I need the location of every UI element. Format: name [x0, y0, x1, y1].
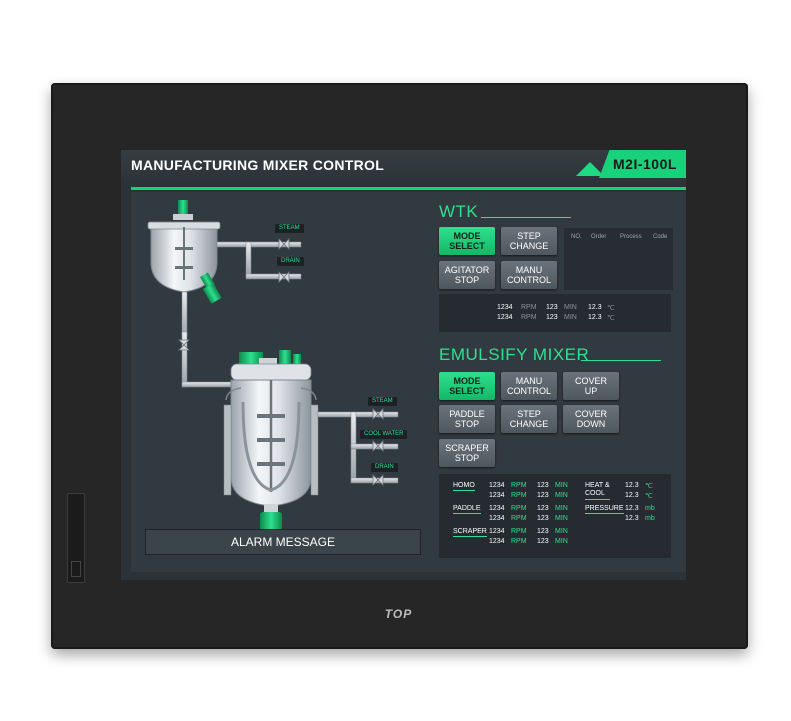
emulsify-top-motor — [239, 352, 263, 364]
heat-cool-label: HEAT &COOL — [585, 482, 610, 500]
emulsify-pipes — [317, 411, 399, 484]
homo-label: HOMO — [453, 482, 475, 491]
wtk-rpm-value: 1234 — [497, 314, 513, 321]
heat-cool-value: 12.3 — [625, 492, 639, 499]
side-card-slot — [67, 493, 85, 583]
wtk-temp-unit: ℃ — [607, 305, 615, 312]
process-table: NO. Order Process Code — [564, 228, 673, 290]
model-badge — [599, 150, 686, 178]
wtk-tank — [147, 200, 222, 304]
scraper-rpm-unit: RPM — [511, 528, 527, 535]
title-bar: MANUFACTURING MIXER CONTROL M2I-100L — [121, 150, 686, 182]
scraper-min-value: 123 — [537, 538, 549, 545]
wtk-readout-panel: 1234 RPM 123 MIN 12.3 ℃ 1234 RPM 123 MIN… — [439, 294, 671, 332]
wtk-rpm-value: 1234 — [497, 304, 513, 311]
homo-min-unit: MIN — [555, 482, 568, 489]
paddle-label: PADDLE — [453, 505, 481, 514]
scraper-rpm-value: 1234 — [489, 538, 505, 545]
table-header-code: Code — [653, 234, 668, 240]
steam-tag-emulsify: STEAM — [368, 397, 397, 406]
scraper-min-unit: MIN — [555, 538, 568, 545]
drain-tag-emulsify: DRAIN — [371, 463, 398, 472]
scraper-label: SCRAPER — [453, 528, 487, 537]
table-header-order: Order — [591, 234, 607, 240]
header-divider — [131, 187, 686, 190]
wtk-pipes — [181, 241, 302, 388]
cool-water-tag: COOL WATER — [360, 430, 408, 439]
process-diagram — [147, 200, 399, 532]
pressure-unit: mb — [645, 515, 655, 522]
wtk-min-unit: MIN — [564, 304, 577, 311]
scraper-rpm-value: 1234 — [489, 528, 505, 535]
heat-cool-unit: ℃ — [645, 493, 653, 500]
wtk-temp-value: 12.3 — [588, 314, 602, 321]
emulsify-title-underline — [581, 360, 661, 361]
emulsify-readout-panel: HOMO 1234 RPM 123 MIN 1234 RPM 123 MIN P… — [439, 474, 671, 558]
wtk-section-title: WTK — [439, 202, 479, 221]
homo-rpm-value: 1234 — [489, 492, 505, 499]
table-header-process: Process — [620, 234, 642, 240]
hmi-screen: MANUFACTURING MIXER CONTROL M2I-100L — [121, 150, 686, 580]
homo-rpm-unit: RPM — [511, 492, 527, 499]
wtk-min-value: 123 — [546, 314, 558, 321]
scraper-rpm-unit: RPM — [511, 538, 527, 545]
wtk-min-unit: MIN — [564, 314, 577, 321]
table-header-no: NO. — [571, 234, 582, 240]
paddle-min-value: 123 — [537, 505, 549, 512]
pressure-label: PRESSURE — [585, 505, 624, 514]
page-title: MANUFACTURING MIXER CONTROL — [131, 157, 385, 173]
wtk-title-underline — [481, 217, 571, 218]
slot-notch — [71, 561, 81, 577]
paddle-rpm-unit: RPM — [511, 505, 527, 512]
pressure-unit: mb — [645, 505, 655, 512]
wtk-valves — [178, 238, 290, 351]
paddle-rpm-unit: RPM — [511, 515, 527, 522]
brand-logo: TOP — [384, 607, 413, 621]
scraper-min-value: 123 — [537, 528, 549, 535]
paddle-min-value: 123 — [537, 515, 549, 522]
wtk-motor — [178, 200, 188, 216]
drain-tag-wtk: DRAIN — [277, 257, 304, 266]
pressure-value: 12.3 — [625, 505, 639, 512]
main-panel: STEAM DRAIN STEAM COOL WATER DRAIN ALARM… — [131, 192, 686, 572]
model-label: M2I-100L — [613, 156, 677, 172]
homo-rpm-value: 1234 — [489, 482, 505, 489]
steam-tag-wtk: STEAM — [275, 224, 304, 233]
wtk-min-value: 123 — [546, 304, 558, 311]
paddle-min-unit: MIN — [555, 515, 568, 522]
homo-rpm-unit: RPM — [511, 482, 527, 489]
emulsify-bottom-motor — [260, 512, 282, 532]
wtk-rpm-unit: RPM — [521, 304, 537, 311]
paddle-rpm-value: 1234 — [489, 505, 505, 512]
wtk-temp-value: 12.3 — [588, 304, 602, 311]
pressure-value: 12.3 — [625, 515, 639, 522]
emulsify-tank — [223, 350, 319, 532]
homo-min-value: 123 — [537, 482, 549, 489]
emulsify-valves — [372, 408, 384, 486]
emulsify-section-title: EMULSIFY MIXER — [439, 345, 590, 364]
model-accent-triangle — [576, 162, 604, 176]
paddle-min-unit: MIN — [555, 505, 568, 512]
alarm-message-bar[interactable]: ALARM MESSAGE — [145, 529, 421, 555]
homo-min-value: 123 — [537, 492, 549, 499]
heat-cool-unit: ℃ — [645, 483, 653, 490]
paddle-rpm-value: 1234 — [489, 515, 505, 522]
heat-cool-value: 12.3 — [625, 482, 639, 489]
homo-min-unit: MIN — [555, 492, 568, 499]
scraper-min-unit: MIN — [555, 528, 568, 535]
wtk-temp-unit: ℃ — [607, 315, 615, 322]
wtk-rpm-unit: RPM — [521, 314, 537, 321]
